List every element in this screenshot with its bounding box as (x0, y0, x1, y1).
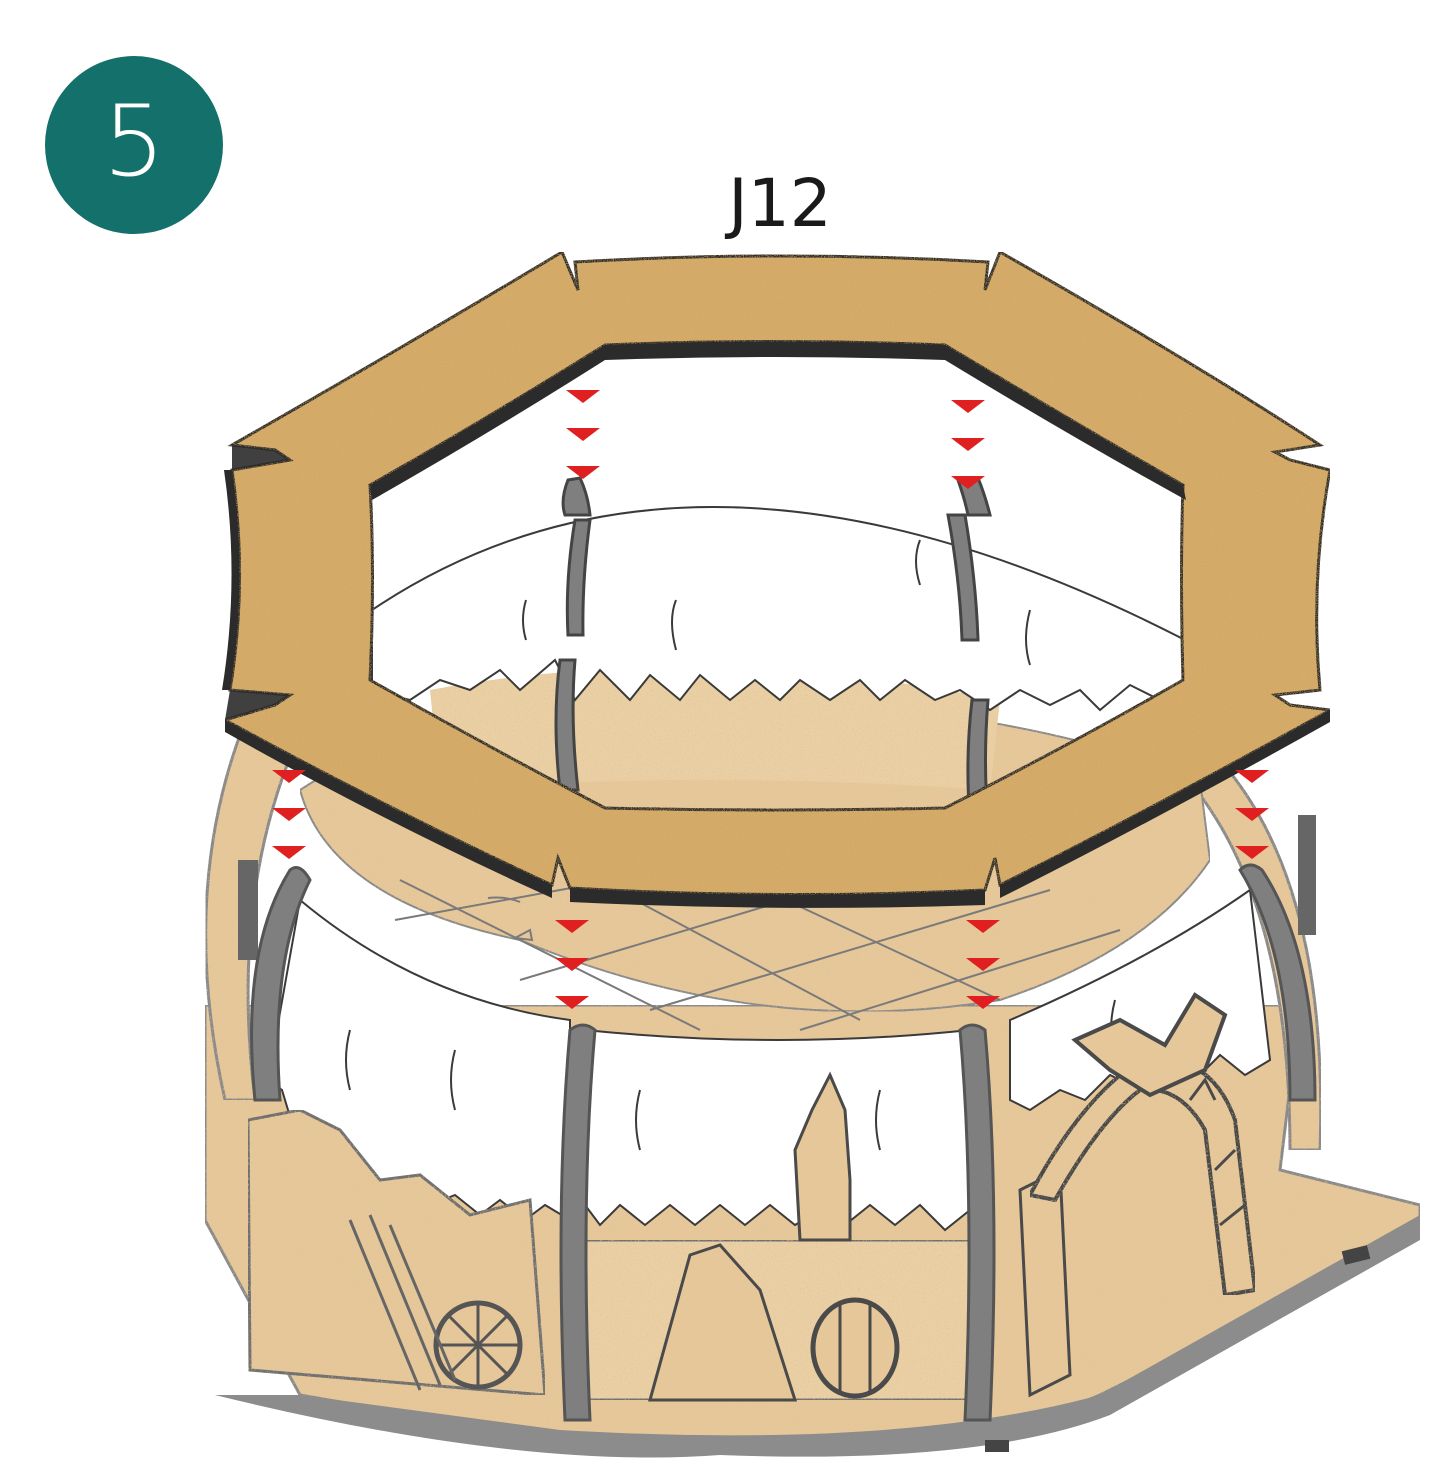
down-arrow-icon (566, 428, 600, 441)
down-arrow-icon (951, 400, 985, 413)
step-number: 5 (103, 93, 165, 191)
down-arrow-icon (566, 390, 600, 403)
step-badge: 5 (45, 56, 223, 234)
down-arrow-icon (272, 808, 306, 821)
cloth-curtain-rear (372, 507, 1185, 710)
part-label: J12 (690, 165, 870, 242)
down-arrow-icon (951, 438, 985, 451)
down-arrow-icon (272, 846, 306, 859)
down-arrow-icon (566, 466, 600, 479)
down-arrow-icon (1235, 770, 1269, 783)
